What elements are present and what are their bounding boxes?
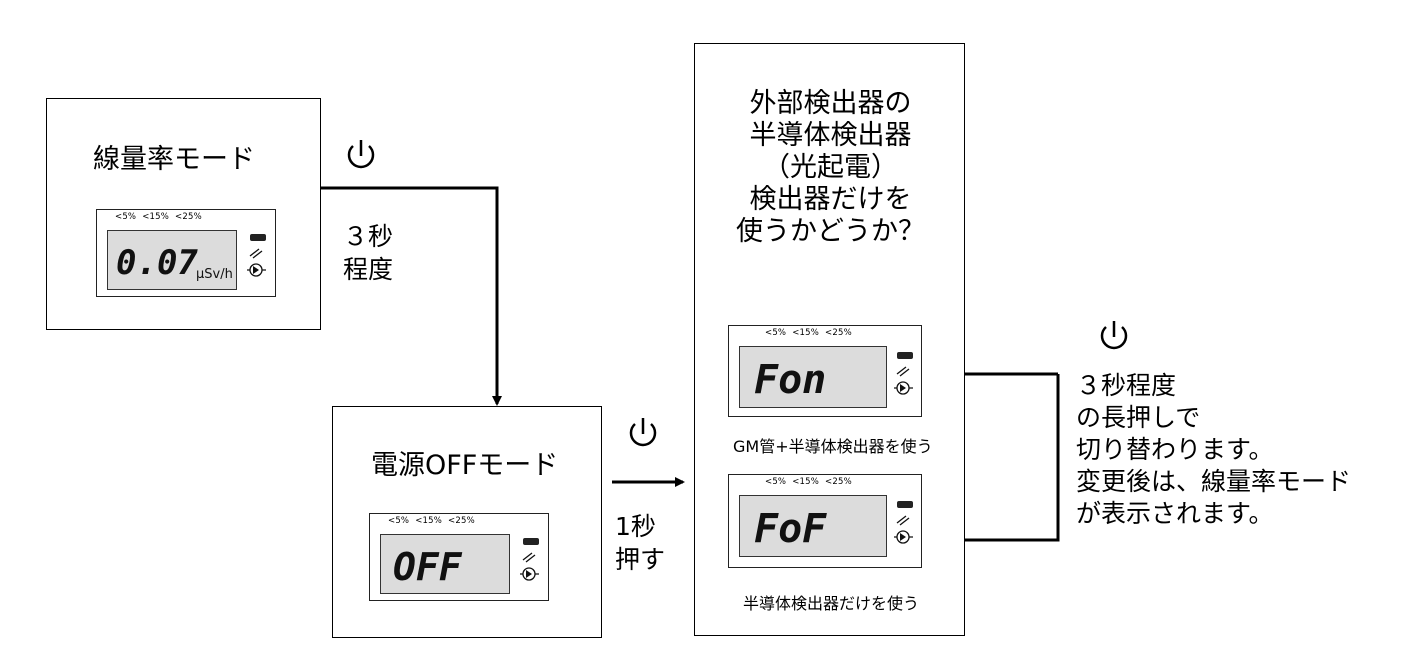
- power-icon: [347, 140, 375, 169]
- hold-3s-label: ３秒 程度: [343, 222, 394, 284]
- pct-labels: <5%<15%<25%: [765, 328, 852, 338]
- dose-rate-mode-title: 線量率モード: [93, 144, 255, 175]
- press-1s-label: 1秒 押す: [615, 512, 666, 574]
- fon-lcd: <5%<15%<25% Fon: [728, 325, 922, 417]
- power-icon: [629, 418, 657, 447]
- detector-select-panel: 外部検出器の 半導体検出器 （光起電） 検出器だけを 使うかどうか？ <5%<1…: [694, 43, 965, 636]
- lcd-reading: FoF: [754, 506, 827, 552]
- power-off-lcd: <5%<15%<25% OFF: [369, 513, 549, 601]
- lcd-screen: FoF: [739, 495, 887, 557]
- detector-icon: [520, 552, 539, 581]
- pct-labels: <5%<15%<25%: [388, 516, 475, 526]
- power-icon: [1100, 321, 1128, 350]
- lcd-reading: OFF: [393, 545, 462, 589]
- lcd-reading: Fon: [754, 357, 827, 403]
- arrow-dose-to-off: [320, 186, 502, 406]
- lcd-screen: Fon: [739, 346, 887, 408]
- battery-icon: [897, 501, 913, 508]
- arrow-toggle-to-fon: [933, 374, 1060, 545]
- power-off-mode-title: 電源OFFモード: [371, 450, 559, 481]
- pct-labels: <5%<15%<25%: [115, 212, 202, 222]
- pct-labels: <5%<15%<25%: [765, 477, 852, 487]
- lcd-reading: 0.07: [116, 243, 198, 283]
- detector-question: 外部検出器の 半導体検出器 （光起電） 検出器だけを 使うかどうか？: [736, 88, 925, 247]
- battery-icon: [897, 352, 913, 359]
- battery-icon: [523, 538, 539, 545]
- lcd-screen: 0.07 μSv/h: [107, 230, 237, 290]
- fof-lcd: <5%<15%<25% FoF: [728, 474, 922, 568]
- power-off-mode-box: 電源OFFモード <5%<15%<25% OFF: [332, 406, 602, 638]
- battery-icon: [250, 234, 266, 241]
- detector-icon: [247, 248, 266, 277]
- fon-caption: GM管+半導体検出器を使う: [733, 437, 933, 456]
- lcd-unit: μSv/h: [196, 267, 233, 282]
- toggle-note: ３秒程度 の長押しで 切り替わります。 変更後は、線量率モード が表示されます。: [1076, 371, 1352, 528]
- detector-icon: [894, 366, 913, 395]
- lcd-screen: OFF: [380, 534, 510, 594]
- dose-rate-lcd: <5%<15%<25% 0.07 μSv/h: [96, 209, 276, 297]
- detector-icon: [894, 515, 913, 544]
- fof-caption: 半導体検出器だけを使う: [743, 594, 920, 613]
- dose-rate-mode-box: 線量率モード <5%<15%<25% 0.07 μSv/h: [46, 98, 321, 330]
